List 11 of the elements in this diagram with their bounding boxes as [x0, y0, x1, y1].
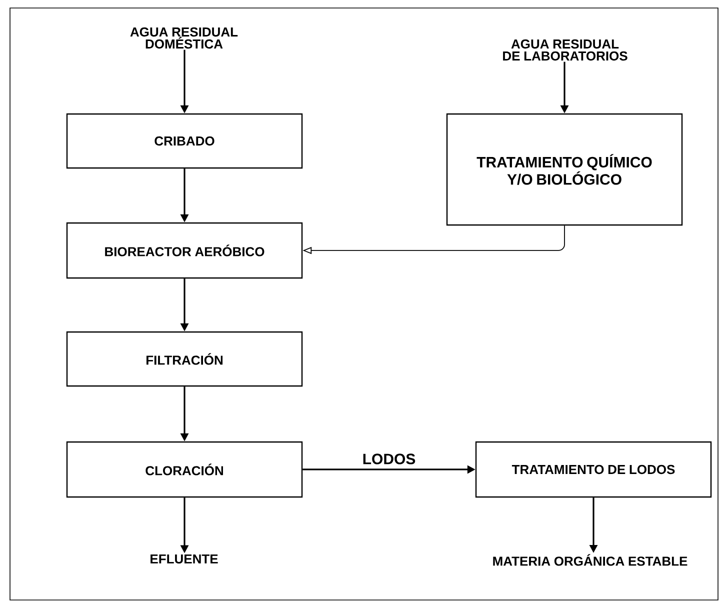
flow-label: AGUA RESIDUAL DE LABORATORIOS — [503, 39, 628, 61]
edge-label: LODOS — [363, 454, 416, 464]
process-box: CRIBADO — [66, 113, 303, 169]
process-box: TRATAMIENTO QUÍMICO Y/O BIOLÓGICO — [446, 113, 683, 226]
process-box: TRATAMIENTO DE LODOS — [475, 441, 712, 498]
process-box: CLORACIÓN — [66, 441, 303, 498]
process-box: FILTRACIÓN — [66, 331, 303, 387]
flow-label: EFLUENTE — [150, 554, 218, 564]
process-box: BIOREACTOR AERÓBICO — [66, 222, 303, 279]
flow-label: MATERIA ORGÁNICA ESTABLE — [493, 554, 688, 566]
flow-label: AGUA RESIDUAL DOMÉSTICA — [130, 27, 238, 49]
